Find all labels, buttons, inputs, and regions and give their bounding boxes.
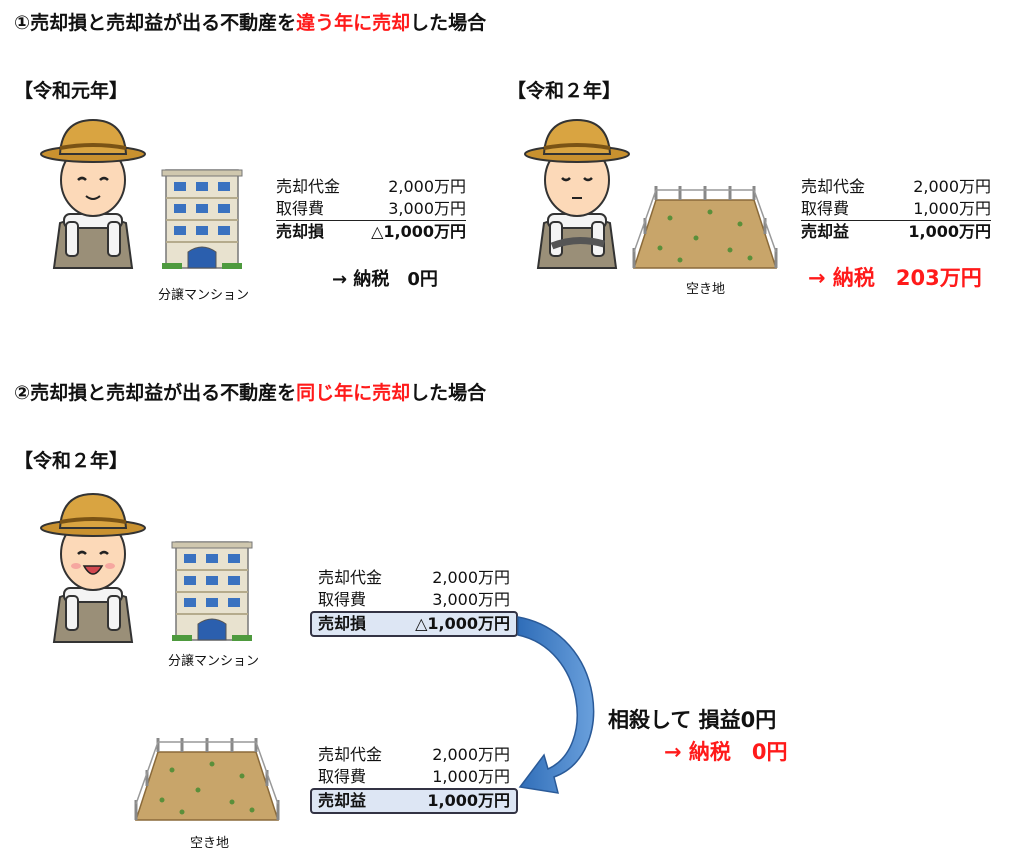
row-value: △1,000万円 <box>415 614 510 633</box>
row-label: 売却代金 <box>318 568 383 587</box>
row-value: 2,000万円 <box>913 177 991 196</box>
section2-year: 【令和２年】 <box>14 450 129 472</box>
section1-heading: ①売却損と売却益が出る不動産を違う年に売却した場合 <box>14 8 486 35</box>
mansion-illustration <box>171 541 253 641</box>
section2-heading-pre: ②売却損と売却益が出る不動産を <box>14 382 297 404</box>
row-value: 1,000万円 <box>427 791 510 810</box>
table-row: 取得費 1,000万円 <box>801 198 991 221</box>
table-row: 売却損 △1,000万円 <box>276 221 466 243</box>
farmer-thinking-illustration <box>524 118 630 269</box>
row-label: 取得費 <box>801 199 850 218</box>
section2-heading: ②売却損と売却益が出る不動産を同じ年に売却した場合 <box>14 378 486 405</box>
table-row: 売却代金 2,000万円 <box>318 744 510 766</box>
section1-right-year: 【令和２年】 <box>507 80 622 102</box>
row-label: 売却代金 <box>801 177 866 196</box>
section1-right-table: 売却代金 2,000万円 取得費 1,000万円 売却益 1,000万円 <box>801 176 991 243</box>
gain-highlight-box: 売却益 1,000万円 <box>310 788 518 814</box>
row-label: 売却損 <box>276 222 325 241</box>
section1-left-table: 売却代金 2,000万円 取得費 3,000万円 売却損 △1,000万円 <box>276 176 466 243</box>
loss-highlight-box: 売却損 △1,000万円 <box>310 611 518 637</box>
section2-top-table: 売却代金 2,000万円 取得費 3,000万円 売却損 △1,000万円 <box>310 567 518 637</box>
row-value: △1,000万円 <box>371 222 466 241</box>
row-label: 売却益 <box>801 222 850 241</box>
mansion-caption: 分譲マンション <box>168 654 260 669</box>
offset-text: 相殺して 損益0円 <box>608 708 777 732</box>
section1-heading-pre: ①売却損と売却益が出る不動産を <box>14 12 297 34</box>
vacant-land-illustration <box>134 738 280 821</box>
section1-left-year: 【令和元年】 <box>14 80 129 102</box>
row-label: 取得費 <box>276 199 325 218</box>
vacant-land-caption: 空き地 <box>686 282 726 297</box>
row-value: 2,000万円 <box>432 745 510 764</box>
farmer-smiling-illustration <box>40 118 146 269</box>
mansion-illustration <box>161 169 243 269</box>
section1-heading-post: した場合 <box>410 12 487 34</box>
table-row: 売却代金 2,000万円 <box>801 176 991 198</box>
row-value: 1,000万円 <box>432 767 510 786</box>
vacant-land-caption: 空き地 <box>190 836 230 851</box>
section2-heading-highlight: 同じ年に売却 <box>296 382 411 404</box>
mansion-caption: 分譲マンション <box>158 288 250 303</box>
row-label: 取得費 <box>318 590 367 609</box>
table-row: 売却代金 2,000万円 <box>276 176 466 198</box>
table-row: 売却益 1,000万円 <box>801 221 991 243</box>
section2-bottom-table: 売却代金 2,000万円 取得費 1,000万円 売却益 1,000万円 <box>310 744 518 814</box>
offset-curved-arrow <box>517 616 595 794</box>
row-label: 取得費 <box>318 767 367 786</box>
row-label: 売却益 <box>318 791 367 810</box>
table-row: 取得費 1,000万円 <box>318 766 510 788</box>
section2-tax: → 納税 0円 <box>664 740 788 764</box>
row-value: 3,000万円 <box>388 199 466 218</box>
table-row: 取得費 3,000万円 <box>276 198 466 221</box>
table-row: 売却代金 2,000万円 <box>318 567 510 589</box>
farmer-happy-illustration <box>40 492 146 643</box>
table-row: 取得費 3,000万円 <box>318 589 510 611</box>
row-value: 1,000万円 <box>913 199 991 218</box>
row-value: 2,000万円 <box>388 177 466 196</box>
row-label: 売却代金 <box>276 177 341 196</box>
row-value: 1,000万円 <box>908 222 991 241</box>
row-label: 売却損 <box>318 614 367 633</box>
vacant-land-illustration <box>632 186 778 269</box>
row-value: 2,000万円 <box>432 568 510 587</box>
row-label: 売却代金 <box>318 745 383 764</box>
section1-heading-highlight: 違う年に売却 <box>296 12 411 34</box>
row-value: 3,000万円 <box>432 590 510 609</box>
section2-heading-post: した場合 <box>410 382 487 404</box>
section1-left-tax: → 納税 0円 <box>332 269 438 290</box>
section1-right-tax: → 納税 203万円 <box>808 266 982 290</box>
